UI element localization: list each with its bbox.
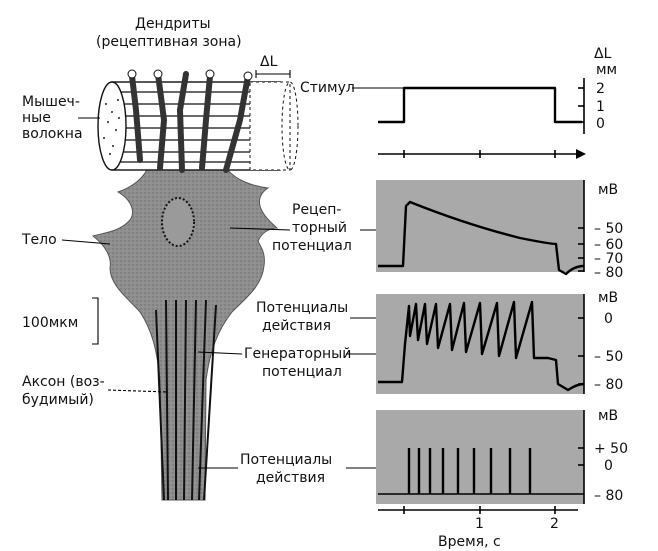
receptive-zone-label: (рецептивная зона) xyxy=(96,34,242,50)
axon-tick-50: + 50 xyxy=(594,441,628,457)
stim-tick-1: 1 xyxy=(596,99,605,115)
stimulus-trace xyxy=(378,86,582,124)
muscle-label-line1: Мышеч- xyxy=(22,94,80,110)
ap-label-line1: Потенциалы xyxy=(256,300,348,316)
receptor-tick-70: – 70 xyxy=(594,251,623,267)
receptor-potential-trace xyxy=(378,200,585,276)
receptor-potential-panel: мВ – 50 – 60 – 70 – 80 xyxy=(376,180,623,281)
gen-tick-80: – 80 xyxy=(594,377,623,393)
muscle-fiber-bundle xyxy=(97,69,299,173)
gen-label-line2: потенциал xyxy=(262,364,342,380)
receptor-label-line2: торный xyxy=(292,220,347,236)
delta-l-dimension: ΔL xyxy=(255,54,291,78)
dendrites-label: Дендриты xyxy=(135,16,211,32)
time-tick-2: 2 xyxy=(550,516,559,532)
ap2-label-line1: Потенциалы xyxy=(240,452,332,468)
axon-panel: мВ + 50 0 – 80 xyxy=(376,408,628,504)
stimulus-label: Стимул xyxy=(300,80,355,96)
axon-spikes xyxy=(407,448,532,494)
axon-tick-0: 0 xyxy=(604,458,613,474)
receptor-tick-50: – 50 xyxy=(594,221,623,237)
receptor-label-line3: потенциал xyxy=(272,238,352,254)
stim-unit-1: ΔL xyxy=(594,46,612,62)
time-tick-1: 1 xyxy=(475,516,484,532)
muscle-label-line2: ные xyxy=(22,110,51,126)
scale-label: 100мкм xyxy=(22,315,78,331)
time-axis: 1 2 Время, с xyxy=(378,506,578,550)
time-axis-label: Время, с xyxy=(438,534,501,550)
stim-unit-2: мм xyxy=(596,62,617,78)
axon-label-line1: Аксон (воз- xyxy=(22,374,105,390)
ap2-label-line2: действия xyxy=(256,470,325,486)
gen-tick-0: 0 xyxy=(604,311,613,327)
receptor-label-line1: Рецеп- xyxy=(292,202,341,218)
generator-panel: мВ 0 – 50 – 80 xyxy=(376,290,623,394)
nucleus xyxy=(161,197,195,247)
gen-mv: мВ xyxy=(598,290,618,306)
stim-tick-0: 0 xyxy=(596,116,605,132)
receptor-mv: мВ xyxy=(598,182,618,198)
gen-tick-50: – 50 xyxy=(594,349,623,365)
stim-tick-2: 2 xyxy=(596,81,605,97)
stimulus-panel: ΔL мм 2 1 0 xyxy=(378,46,617,159)
receptor-tick-80: – 80 xyxy=(594,265,623,281)
middle-labels: Стимул Рецеп- торный потенциал Потенциал… xyxy=(197,80,410,486)
axon-label-line2: будимый) xyxy=(22,392,94,408)
neuron-illustration: ΔL Дендриты (рецептивная зона) Мышеч- ны… xyxy=(21,16,299,501)
axon-tick-80: – 80 xyxy=(594,488,623,504)
muscle-label-line3: волокна xyxy=(22,126,83,142)
delta-l-label: ΔL xyxy=(260,54,278,70)
receptor-tick-60: – 60 xyxy=(594,237,623,253)
ap-label-line2: действия xyxy=(262,318,331,334)
gen-label-line1: Генераторный xyxy=(244,346,351,362)
axon-mv: мВ xyxy=(598,408,618,424)
scale-bar xyxy=(92,297,99,345)
body-label: Тело xyxy=(21,232,57,248)
generator-trace xyxy=(378,300,585,392)
